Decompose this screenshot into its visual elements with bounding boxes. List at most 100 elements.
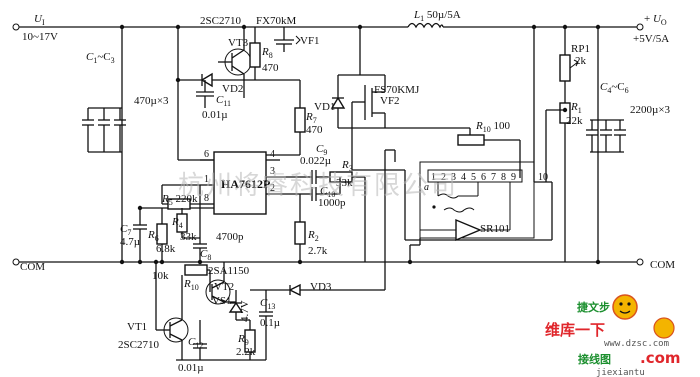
sr101-mark-a: a — [424, 182, 429, 193]
com-label-right: COM — [650, 259, 675, 271]
input-terminal — [12, 23, 20, 31]
vd3-label: VD3 — [310, 281, 332, 293]
r3-value: 33k — [336, 177, 353, 189]
r10b-value: 10k — [152, 270, 169, 282]
ic-pin-1: 1 — [204, 174, 209, 185]
sr101-pin-3: 3 — [451, 172, 456, 183]
sr101-pin-5: 5 — [471, 172, 476, 183]
ic-input-network — [133, 184, 214, 265]
logo-badge: 捷文步 — [577, 300, 610, 314]
labels: UI 10~17V + UO +5V/5A COM COM L1 50µ/5A … — [20, 9, 675, 374]
ic-timing-network — [294, 170, 366, 265]
sr101-amplifier — [455, 218, 482, 242]
output-spec-label: +5V/5A — [633, 33, 669, 45]
c9-label: C9 — [316, 143, 327, 157]
com-label-left: COM — [20, 261, 45, 273]
vd1-label: VD1 — [314, 101, 335, 113]
c13-value: 0.1µ — [260, 317, 280, 329]
com-terminal-right — [636, 258, 644, 266]
r6-label: R6 — [147, 229, 159, 243]
com-terminal-left — [12, 258, 20, 266]
ic-pin-3: 3 — [270, 166, 275, 177]
vf1-label: VF1 — [300, 35, 320, 47]
vd1-diode — [330, 96, 346, 109]
r10-label: R10 100 — [475, 120, 510, 134]
c12-value: 0.01µ — [178, 362, 204, 374]
logo-sub: jiexiantu — [596, 368, 645, 377]
vf1-mosfet — [274, 27, 301, 52]
ic-name: HA7612P — [221, 177, 270, 191]
ic-body — [213, 151, 267, 215]
input-label: UI — [34, 13, 45, 27]
c10-value: 1000p — [318, 197, 346, 209]
vs1-zener — [228, 301, 244, 313]
c4c6-value: 2200µ×3 — [630, 104, 671, 116]
r2-label: R2 — [307, 229, 319, 243]
vt3-label: VT3 — [228, 37, 249, 49]
logo-mascot-icon — [612, 294, 638, 320]
vt3-stage — [175, 24, 306, 161]
vf2-mosfet — [330, 24, 470, 170]
l1-label: L1 50µ/5A — [413, 9, 461, 23]
vd3-diode — [288, 283, 301, 297]
r7-value: 470 — [306, 124, 323, 136]
input-range-label: 10~17V — [22, 31, 58, 43]
feedback-divider — [559, 24, 579, 262]
r1-label: R1 — [570, 101, 582, 115]
c12-label: C12 — [188, 336, 203, 350]
c7-label: C7 — [120, 223, 131, 237]
r9-label: R9 — [237, 333, 249, 347]
r5-label: R5 220k — [161, 193, 198, 207]
ic-pin-6: 6 — [204, 149, 209, 160]
output-capacitor-bank — [586, 24, 626, 265]
c8-label: C8 — [200, 248, 211, 262]
sr101-pin-8: 8 — [501, 172, 506, 183]
ic-pin-2: 2 — [270, 183, 275, 194]
sr101-module — [352, 24, 568, 290]
c11-value: 0.01µ — [202, 109, 228, 121]
vf2-label: VF2 — [380, 95, 400, 107]
ic-pin-4: 4 — [270, 149, 275, 160]
c4c6-label: C4~C6 — [600, 81, 629, 95]
sr101-pin-9: 9 — [511, 172, 516, 183]
sr101-pin-7: 7 — [491, 172, 496, 183]
c8-value: 4700p — [216, 231, 244, 243]
c7-value: 4.7µ — [120, 236, 140, 248]
output-terminal — [636, 23, 644, 31]
logo-bottom: 接线图 — [578, 352, 611, 366]
r2-resistor — [294, 221, 306, 245]
rp1-label: RP1 — [571, 43, 590, 55]
logo-bottom-dotcom: .com — [640, 349, 681, 367]
rp1-value: 2k — [575, 55, 587, 67]
vt1-label: VT1 — [127, 321, 147, 333]
com-rail — [12, 258, 644, 266]
vt1-part-label: 2SC2710 — [118, 339, 159, 351]
sr101-pin-row — [427, 169, 523, 183]
vd2-diode — [200, 72, 213, 88]
r8-value: 470 — [262, 62, 279, 74]
sr101-frame — [419, 161, 535, 239]
vd2-label: VD2 — [222, 83, 243, 95]
r10b-label: R10 — [183, 278, 199, 292]
c13-label: C13 — [260, 297, 275, 311]
inductor-l1 — [407, 22, 444, 29]
output-label: + UO — [644, 13, 667, 27]
vf1-part2-label: FX70kM — [256, 15, 297, 27]
r10b-resistor — [184, 264, 208, 276]
logo-top: 维库一下 — [545, 321, 605, 339]
input-capacitor-bank — [82, 24, 126, 265]
sr101-pin-10: 10 — [538, 172, 548, 183]
input-rail — [12, 23, 644, 31]
r8-label: R8 — [261, 46, 273, 60]
r7-resistor — [294, 107, 306, 133]
sr101-label: SR101 — [480, 223, 510, 235]
c11-label: C11 — [216, 94, 231, 108]
vt2-transistor — [205, 279, 231, 305]
c10-label: C10 — [320, 185, 335, 199]
r9-value: 2.2k — [236, 346, 256, 358]
vs1-value: 4.7V — [239, 300, 251, 322]
r4-value: 33k — [180, 231, 197, 243]
vt2-label: VT2 — [214, 281, 234, 293]
